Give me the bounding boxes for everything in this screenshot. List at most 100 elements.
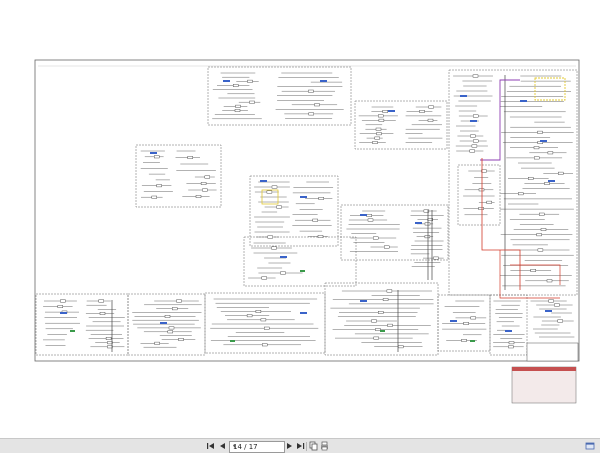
connector-symbol xyxy=(378,114,384,118)
connector-symbol xyxy=(99,312,106,315)
connector-symbol xyxy=(271,246,277,250)
connector-symbol xyxy=(249,100,255,104)
blue-tag xyxy=(360,300,367,302)
red-wire xyxy=(481,158,521,290)
connector-symbol xyxy=(168,326,175,330)
green-tag xyxy=(70,330,75,332)
first-page-icon[interactable] xyxy=(206,441,215,452)
connector-symbol xyxy=(463,322,469,325)
connector-symbol xyxy=(384,245,390,249)
connector-symbol xyxy=(398,345,404,349)
connector-symbol xyxy=(472,74,479,78)
connector-symbol xyxy=(260,318,267,322)
connector-symbol xyxy=(107,341,113,345)
connector-symbol xyxy=(235,104,241,108)
blue-tag xyxy=(150,152,157,154)
page-number-field[interactable]: 14 / 17 ▾ xyxy=(229,441,285,453)
connector-symbol xyxy=(246,314,253,318)
connector-symbol xyxy=(428,105,434,109)
connector-symbol xyxy=(266,190,273,194)
connector-symbol xyxy=(536,233,542,237)
title-block xyxy=(526,342,579,362)
connector-symbol xyxy=(107,345,113,349)
connector-symbol xyxy=(537,130,543,134)
circuit-frame xyxy=(448,69,578,296)
connector-symbol xyxy=(375,127,382,131)
green-tag xyxy=(230,340,235,342)
connector-symbol xyxy=(537,248,544,252)
connector-symbol xyxy=(518,192,524,196)
connector-symbol xyxy=(154,341,160,345)
connector-symbol xyxy=(539,212,545,216)
connector-symbol xyxy=(267,235,273,239)
connector-symbol xyxy=(478,188,485,192)
connector-symbol xyxy=(554,303,560,307)
purple-wire xyxy=(480,79,520,161)
chevron-down-icon[interactable]: ▾ xyxy=(233,443,237,450)
connector-symbol xyxy=(427,118,434,122)
blue-tag xyxy=(545,310,552,312)
blue-tag xyxy=(540,140,547,142)
connector-symbol xyxy=(540,228,547,231)
last-page-icon[interactable] xyxy=(296,441,305,452)
connector-symbol xyxy=(280,271,286,275)
circuit-frame xyxy=(249,175,339,247)
connector-symbol xyxy=(424,235,431,239)
toolbar-divider xyxy=(306,442,307,451)
connector-symbol xyxy=(232,84,239,87)
connector-symbol xyxy=(60,299,66,303)
connector-symbol xyxy=(373,336,379,340)
schematic-sheet xyxy=(34,59,580,404)
connector-symbol xyxy=(178,338,184,341)
fullscreen-icon[interactable] xyxy=(585,441,595,452)
viewer-toolbar: 14 / 17 ▾ xyxy=(0,438,600,453)
connector-symbol xyxy=(473,114,479,118)
connector-symbol xyxy=(204,175,211,179)
blue-tag xyxy=(260,180,267,182)
connector-symbol xyxy=(57,305,63,308)
connector-symbol xyxy=(375,328,381,331)
connector-symbol xyxy=(508,341,515,345)
connector-symbol xyxy=(98,299,104,303)
connector-symbol xyxy=(171,307,178,311)
connector-symbol xyxy=(382,109,388,113)
next-page-icon[interactable] xyxy=(285,441,294,452)
blue-tag xyxy=(450,320,457,322)
connector-symbol xyxy=(557,319,563,323)
connector-symbol xyxy=(200,182,207,185)
connector-symbol xyxy=(547,151,554,155)
connector-symbol xyxy=(423,209,430,213)
connector-symbol xyxy=(264,326,270,330)
connector-symbol xyxy=(387,323,393,327)
connector-symbol xyxy=(366,214,372,217)
connector-symbol xyxy=(105,337,112,340)
connector-symbol xyxy=(548,299,554,303)
connector-symbol xyxy=(424,222,431,226)
previous-page-icon[interactable] xyxy=(218,441,227,452)
circuit-frame xyxy=(127,293,206,356)
circuit-frame xyxy=(354,100,448,150)
yellow-frame xyxy=(261,189,279,205)
connector-symbol xyxy=(419,109,425,113)
sheet-border xyxy=(34,59,580,362)
circuit-frame xyxy=(35,293,129,356)
print-icon[interactable] xyxy=(320,441,329,452)
connector-symbol xyxy=(372,141,378,144)
connector-symbol xyxy=(195,195,202,198)
connector-symbol xyxy=(262,343,268,347)
connector-symbol xyxy=(202,188,208,192)
connector-symbol xyxy=(469,149,475,153)
circuit-frame xyxy=(489,294,528,356)
blue-tag xyxy=(300,312,307,314)
red-wire xyxy=(499,250,560,299)
blue-tag xyxy=(470,120,477,122)
copy-icon[interactable] xyxy=(309,441,318,452)
document-viewport[interactable] xyxy=(0,0,600,438)
blue-tag xyxy=(280,256,287,258)
connector-symbol xyxy=(271,185,278,189)
circuit-frame xyxy=(135,144,222,208)
blue-tag xyxy=(300,196,307,198)
connector-symbol xyxy=(508,345,514,349)
connector-symbol xyxy=(461,339,467,342)
connector-symbol xyxy=(471,144,478,148)
